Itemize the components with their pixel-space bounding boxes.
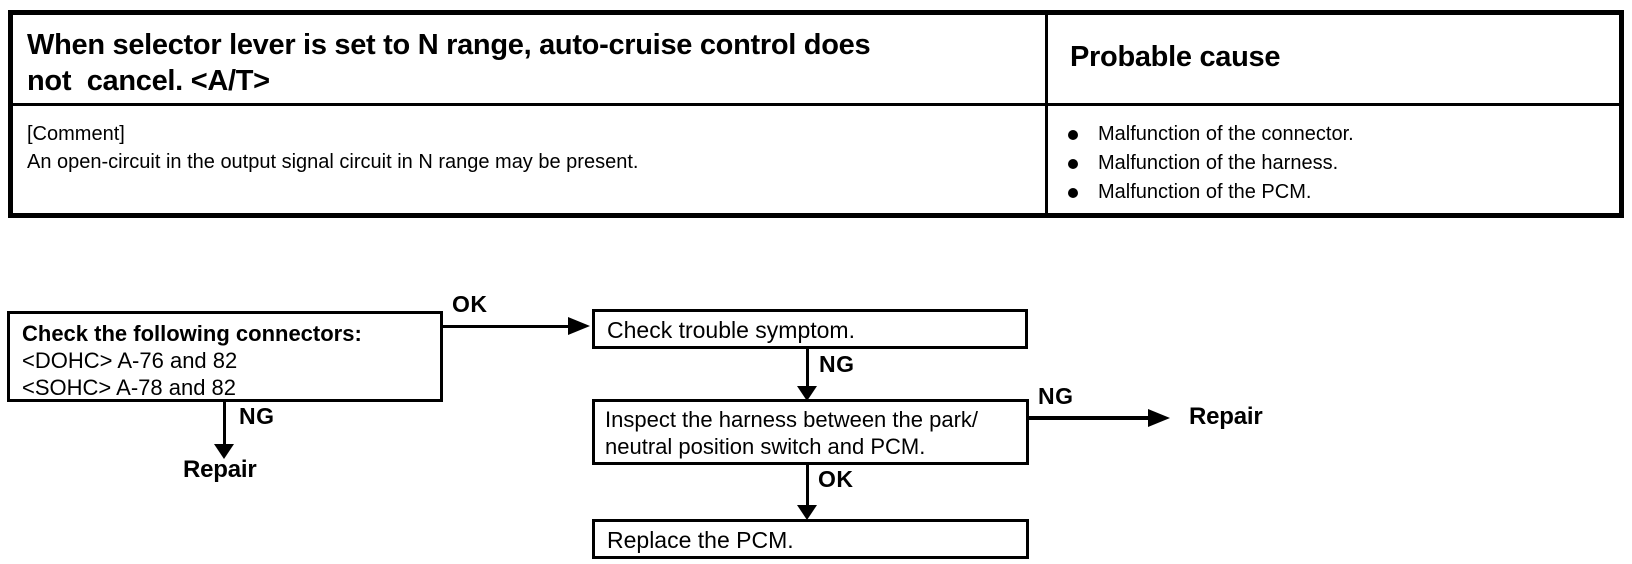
step-title: Check the following connectors: (22, 321, 362, 346)
symptom-header-cell: When selector lever is set to N range, a… (13, 15, 1048, 106)
comment-label: [Comment] (27, 123, 125, 145)
arrowhead-right-icon (568, 317, 590, 335)
edge-label-ng: NG (819, 351, 855, 377)
probable-cause-list: Malfunction of the connector. Malfunctio… (1048, 106, 1619, 213)
arrow-line-ng-down-left (223, 402, 226, 446)
flow-step-inspect-harness: Inspect the harness between the park/ ne… (592, 399, 1029, 465)
edge-label-ok: OK (452, 291, 488, 317)
symptom-table: When selector lever is set to N range, a… (8, 10, 1624, 218)
step-detail-dohc: <DOHC> A-76 and 82 (22, 348, 238, 373)
flow-step-check-trouble-symptom: Check trouble symptom. (592, 309, 1028, 349)
step-text-line2: neutral position switch and PCM. (605, 434, 926, 459)
comment-cell: [Comment] An open-circuit in the output … (13, 106, 1048, 213)
flow-step-check-connectors: Check the following connectors: <DOHC> A… (7, 311, 443, 402)
step-text: Check trouble symptom. (607, 317, 855, 343)
flow-step-replace-pcm: Replace the PCM. (592, 519, 1029, 559)
repair-action-right: Repair (1189, 403, 1263, 430)
arrowhead-right-icon (1148, 409, 1170, 427)
cause-item: Malfunction of the PCM. (1060, 178, 1619, 207)
arrow-line-ng-down-mid (806, 349, 809, 388)
comment-text: An open-circuit in the output signal cir… (27, 151, 639, 173)
cause-text: Malfunction of the connector. (1098, 123, 1354, 145)
edge-label-ng: NG (1038, 383, 1074, 409)
cause-item: Malfunction of the harness. (1060, 149, 1619, 178)
cause-text: Malfunction of the harness. (1098, 152, 1339, 174)
probable-cause-header-cell: Probable cause (1048, 15, 1619, 106)
edge-label-ok: OK (818, 466, 854, 492)
arrow-line-ok-right (443, 325, 570, 328)
arrowhead-down-icon (214, 444, 234, 459)
arrowhead-down-icon (797, 386, 817, 401)
symptom-text-line2: not cancel. <A/T> (27, 65, 270, 97)
symptom-text-line1: When selector lever is set to N range, a… (27, 29, 871, 61)
step-text: Replace the PCM. (607, 527, 794, 553)
arrow-line-ok-down (806, 465, 809, 507)
bullet-icon (1068, 188, 1078, 198)
cause-item: Malfunction of the connector. (1060, 120, 1619, 149)
arrow-line-ng-right (1029, 416, 1150, 420)
probable-cause-label: Probable cause (1070, 41, 1281, 73)
edge-label-ng: NG (239, 403, 275, 429)
cause-text: Malfunction of the PCM. (1098, 181, 1312, 203)
arrowhead-down-icon (797, 505, 817, 520)
bullet-icon (1068, 159, 1078, 169)
step-detail-sohc: <SOHC> A-78 and 82 (22, 375, 237, 400)
step-text-line1: Inspect the harness between the park/ (605, 407, 979, 432)
bullet-icon (1068, 130, 1078, 140)
repair-action-left: Repair (183, 456, 257, 483)
